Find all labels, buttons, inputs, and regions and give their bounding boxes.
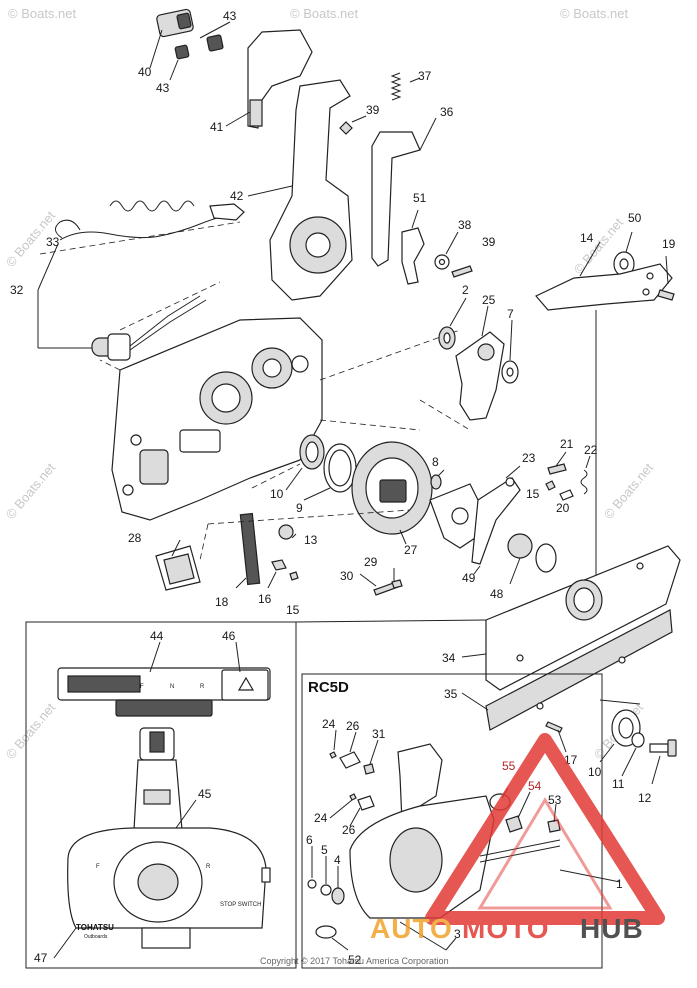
handle-grip: [225, 29, 313, 129]
callout-10: 10: [588, 765, 602, 779]
watermark: © Boats.net: [601, 460, 657, 522]
callout-51: 51: [413, 191, 427, 205]
inset-title: RC5D: [308, 679, 349, 696]
callout-27: 27: [404, 543, 418, 557]
callout-layer: 40 43 43 41 37 39 36 42 51 38 39 50 14 1…: [10, 9, 676, 967]
watermark: © Boats.net: [290, 6, 359, 21]
watermark: © Boats.net: [3, 700, 59, 762]
callout-45: 45: [198, 787, 212, 801]
callout-54: 54: [528, 779, 542, 793]
panel-letter-f: F: [140, 684, 144, 690]
switch-cover-parts: [149, 8, 231, 81]
callout-43: 43: [156, 81, 170, 95]
callout-33: 33: [46, 235, 60, 249]
callout-3: 3: [454, 927, 461, 941]
callout-15: 15: [286, 603, 300, 617]
callout-1: 1: [616, 877, 623, 891]
brand-moto: MOTO: [462, 913, 549, 944]
safety-lanyard: [37, 200, 245, 361]
automotohub-logo: AUTO MOTO HUB: [370, 733, 665, 944]
side-plate-34: [461, 545, 681, 691]
side-plate-35: [461, 609, 673, 731]
callout-34: 34: [442, 651, 456, 665]
callout-53: 53: [548, 793, 562, 807]
callout-38: 38: [458, 218, 472, 232]
panel-knob-f: F: [96, 864, 100, 870]
brand-auto: AUTO: [370, 913, 453, 944]
panel-letter-n: N: [170, 684, 174, 690]
callout-39: 39: [366, 103, 380, 117]
callout-26: 26: [342, 823, 356, 837]
callout-11: 11: [612, 777, 625, 791]
lower-right-hardware: [545, 699, 677, 785]
callout-28: 28: [128, 531, 142, 545]
panel-inset-box: F N R F R STOP SWITCH TOHATSU Outboards: [25, 619, 487, 969]
callout-4: 4: [334, 853, 341, 867]
callout-18: 18: [215, 595, 229, 609]
callout-5: 5: [321, 843, 328, 857]
callout-25: 25: [482, 293, 496, 307]
callout-10: 10: [270, 487, 284, 501]
panel-knob-r: R: [206, 864, 211, 870]
maker-sub-text: Outboards: [84, 934, 108, 940]
gear-disc-assembly: [251, 434, 433, 545]
copyright-text: Copyright © 2017 Tohatsu America Corpora…: [260, 956, 449, 966]
watermark: © Boats.net: [8, 6, 77, 21]
callout-50: 50: [628, 211, 642, 225]
callout-16: 16: [258, 592, 272, 606]
callout-13: 13: [304, 533, 318, 547]
callout-36: 36: [440, 105, 454, 119]
spring-and-bracket: [339, 72, 437, 267]
watermark: © Boats.net: [560, 6, 629, 21]
callout-29: 29: [364, 555, 378, 569]
callout-6: 6: [306, 833, 313, 847]
maker-logo-text: TOHATSU: [76, 923, 114, 932]
watermark: © Boats.net: [3, 460, 59, 522]
callout-9: 9: [296, 501, 303, 515]
callout-46: 46: [222, 629, 236, 643]
callout-40: 40: [138, 65, 152, 79]
bushing-plate-washer: [419, 297, 519, 431]
callout-48: 48: [490, 587, 504, 601]
linkage-parts: [429, 465, 557, 585]
callout-20: 20: [556, 501, 570, 515]
callout-43: 43: [223, 9, 237, 23]
callout-41: 41: [210, 120, 224, 134]
callout-42: 42: [230, 189, 244, 203]
stop-switch-label: STOP SWITCH: [220, 902, 261, 908]
main-housing: [99, 317, 461, 521]
callout-35: 35: [444, 687, 458, 701]
brand-hub: HUB: [580, 913, 644, 944]
callout-44: 44: [150, 629, 164, 643]
callout-8: 8: [432, 455, 439, 469]
callout-14: 14: [580, 231, 594, 245]
callout-23: 23: [522, 451, 536, 465]
callout-55: 55: [502, 759, 516, 773]
neutral-lever: [535, 231, 675, 620]
callout-47: 47: [34, 951, 48, 965]
bracket-washer-screw: [401, 209, 473, 285]
callout-52: 52: [348, 953, 362, 967]
callout-21: 21: [560, 437, 574, 451]
callout-22: 22: [584, 443, 598, 457]
callout-7: 7: [507, 307, 514, 321]
small-hardware: [545, 451, 591, 501]
handle-arm: [247, 79, 353, 301]
callout-49: 49: [462, 571, 476, 585]
callout-24: 24: [314, 811, 328, 825]
callout-2: 2: [462, 283, 469, 297]
callout-31: 31: [372, 727, 386, 741]
callout-39: 39: [482, 235, 496, 249]
panel-letter-r: R: [200, 684, 205, 690]
callout-19: 19: [662, 237, 676, 251]
callout-30: 30: [340, 569, 354, 583]
callout-32: 32: [10, 283, 24, 297]
callout-26: 26: [346, 719, 360, 733]
callout-12: 12: [638, 791, 652, 805]
lower-small-parts: [155, 509, 411, 596]
callout-37: 37: [418, 69, 432, 83]
callout-15: 15: [526, 487, 540, 501]
callout-24: 24: [322, 717, 336, 731]
